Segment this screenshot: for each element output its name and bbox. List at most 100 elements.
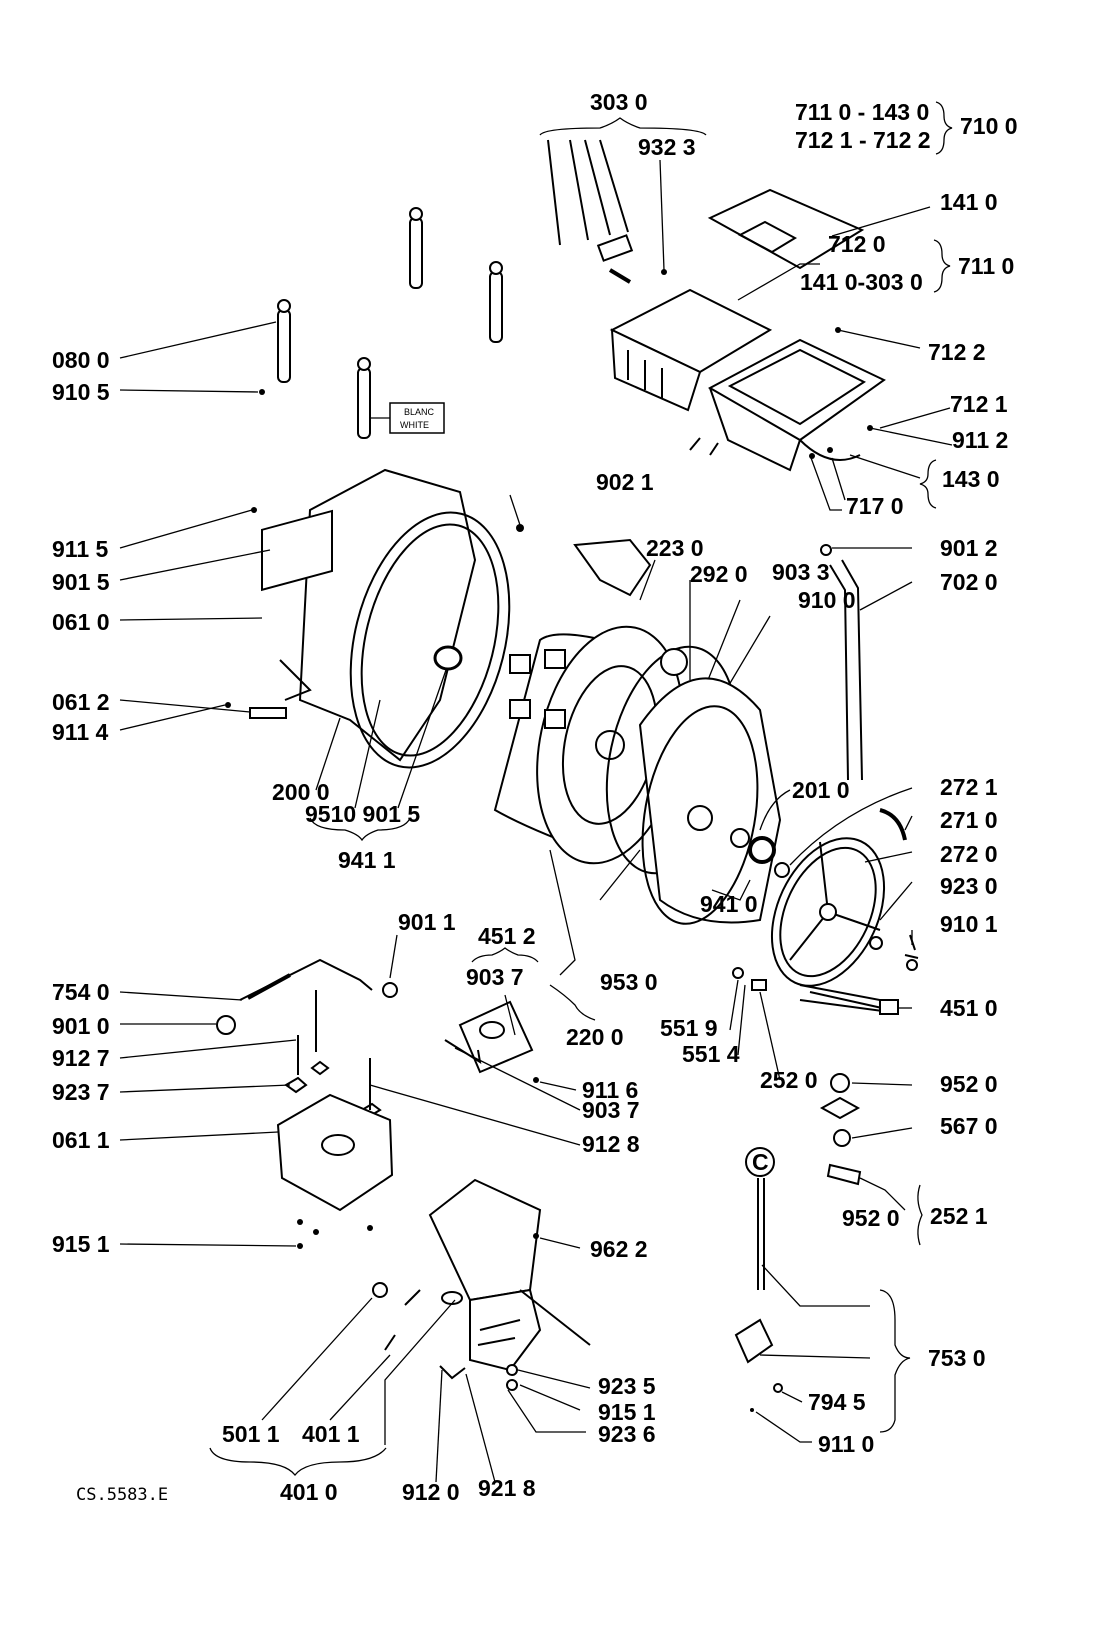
dispenser-group (539, 117, 953, 511)
label-9411: 941 1 (338, 847, 396, 873)
part-2721-nut (774, 862, 790, 878)
kit-7530-group: C (734, 1147, 911, 1443)
label-9120: 912 0 (402, 1479, 460, 1505)
bracket-2521 (917, 1184, 923, 1246)
bracket-7100 (935, 101, 953, 155)
label-0800: 080 0 (52, 347, 110, 373)
bracket-4512 (471, 947, 539, 963)
part-3030-spring (608, 268, 632, 284)
label-9105: 910 5 (52, 379, 110, 405)
part-9101-head (906, 959, 918, 971)
leader-0611 (119, 1131, 279, 1141)
label-7110: 711 0 (958, 253, 1014, 279)
part-spring-b (489, 271, 503, 343)
part-9112-screws (689, 437, 719, 456)
leader-4011 (329, 1354, 391, 1421)
bracket-2200 (549, 984, 596, 1021)
leader-9128 (369, 1084, 581, 1146)
dot-9323 (661, 269, 667, 275)
part-4011-clips (384, 1289, 421, 1351)
part-7530-pressure-switch (734, 1318, 774, 1364)
leader-7121 (879, 407, 951, 429)
part-9235-washer (506, 1364, 518, 1376)
leader-9235 (517, 1369, 591, 1389)
drum-group (493, 538, 771, 1021)
label-9151a: 915 1 (52, 1231, 110, 1257)
heater-group (799, 984, 912, 1015)
label-7121-7122: 712 1 - 712 2 (795, 127, 931, 153)
label-9100: 910 0 (798, 587, 856, 613)
leader-9622 (539, 1237, 581, 1249)
base-group (119, 934, 581, 1249)
label-9520b: 952 0 (842, 1205, 900, 1231)
hose-group (820, 544, 913, 781)
label-9235: 923 5 (598, 1373, 656, 1399)
leader-7122 (837, 329, 921, 349)
leader-9112 (869, 427, 953, 446)
part-912x-bolts (297, 990, 371, 1110)
leader-9236 (507, 1389, 586, 1433)
leader-9520a (851, 1082, 913, 1086)
part-2200-hole-d (544, 709, 566, 729)
cover-4512-group (444, 947, 581, 1111)
part-4010-rod (519, 1289, 591, 1346)
label-7530: 753 0 (928, 1345, 986, 1371)
label-1410-3030: 141 0-303 0 (800, 269, 923, 295)
part-9410-bearing-b (748, 836, 776, 864)
part-2710-belt (879, 808, 907, 841)
part-5519-clip (732, 967, 744, 979)
label-7945: 794 5 (808, 1389, 866, 1415)
drawing-reference: CS.5583.E (76, 1485, 168, 1505)
part-2200-hole-b (544, 649, 566, 669)
part-2000-rim-inner (360, 523, 500, 757)
part-0611-hole (321, 1134, 355, 1156)
leader-2200 (549, 849, 576, 976)
label-0611: 061 1 (52, 1127, 110, 1153)
dot-9110 (750, 1408, 754, 1412)
leader-1410 (831, 206, 931, 237)
leader-9510-9015 (354, 669, 447, 809)
part-4010-ribs (477, 1319, 521, 1346)
leader-9120 (435, 1369, 443, 1483)
dot-base-c (367, 1225, 373, 1231)
bracket-7110 (933, 239, 951, 293)
label-9530: 953 0 (600, 969, 658, 995)
label-9037b: 903 7 (582, 1097, 640, 1123)
label-5519: 551 9 (660, 1015, 718, 1041)
label-4510: 451 0 (940, 995, 998, 1021)
leader-2720 (864, 851, 913, 863)
label-7540: 754 0 (52, 979, 110, 1005)
label-9410: 941 0 (700, 891, 758, 917)
label-4011: 401 1 (302, 1421, 360, 1447)
part-2720-spokes (789, 841, 881, 961)
part-9037-spring (444, 1039, 482, 1065)
part-7121-housing-inner (727, 348, 867, 426)
label-9015: 901 5 (52, 569, 110, 595)
part-9230-washer (869, 936, 883, 950)
labels-group: 303 0 932 3 711 0 - 143 0 712 1 - 712 2 … (52, 89, 1018, 1505)
leader-7530-b (759, 1354, 871, 1359)
leader-2000 (315, 717, 341, 791)
part-0610-counterweight (261, 509, 333, 592)
leader-2721 (789, 787, 913, 866)
part-9010-clamp (216, 1015, 236, 1035)
label-2710: 271 0 (940, 807, 998, 833)
leader-5514 (737, 984, 746, 1056)
part-1430-hose (799, 439, 861, 461)
leader-9015 (119, 549, 271, 581)
part-9520b-bracket (826, 1163, 862, 1186)
leader-9151b (519, 1384, 581, 1411)
label-9010: 901 0 (52, 1013, 110, 1039)
part-0610-body (279, 659, 312, 701)
warning-tag-box (389, 402, 445, 434)
warning-tag-line1: BLANC (404, 407, 435, 417)
label-7110-1430: 711 0 - 143 0 (795, 99, 929, 125)
leader-4010 (384, 1299, 456, 1445)
dot-base-a (297, 1219, 303, 1225)
part-9151b-screw (506, 1379, 518, 1391)
label-9622: 962 2 (590, 1236, 648, 1262)
part-2000-tub (298, 468, 477, 762)
leader-2710 (904, 815, 913, 831)
